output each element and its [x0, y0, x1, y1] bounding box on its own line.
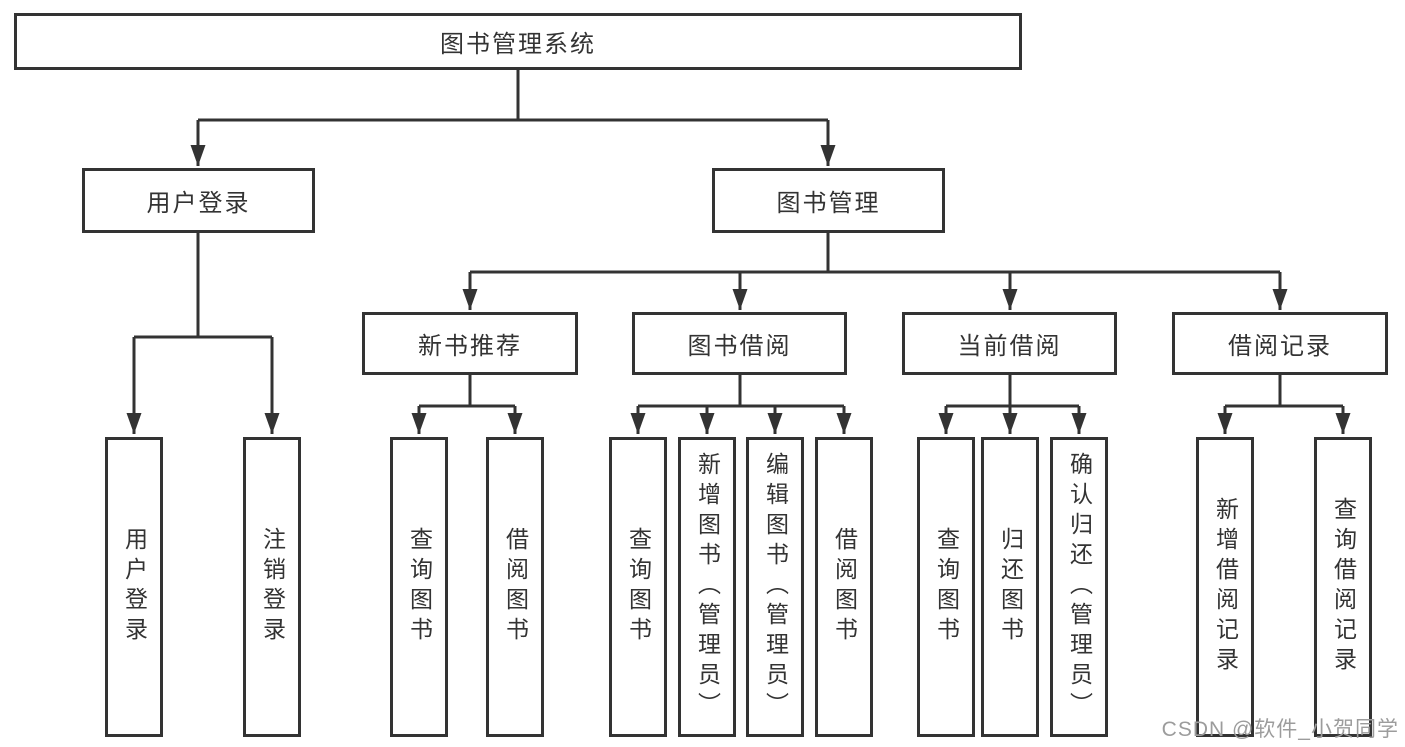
- node-current-borrow: 当前借阅: [902, 312, 1117, 375]
- leaf-confirm-return-admin: 确认归还（管理员）: [1050, 437, 1108, 737]
- leaf-borrow-book-recommend-label: 借阅图书: [502, 527, 529, 647]
- node-new-book-recommend: 新书推荐: [362, 312, 578, 375]
- leaf-logout: 注销登录: [243, 437, 301, 737]
- node-root: 图书管理系统: [14, 13, 1022, 70]
- leaf-query-book-borrow: 查询图书: [609, 437, 667, 737]
- leaf-add-book-admin-label: 新增图书（管理员）: [694, 452, 721, 722]
- leaf-query-borrow-record-label: 查询借阅记录: [1330, 497, 1357, 677]
- node-book-management-label: 图书管理: [776, 190, 881, 217]
- leaf-add-borrow-record: 新增借阅记录: [1196, 437, 1254, 737]
- node-book-borrow: 图书借阅: [632, 312, 847, 375]
- node-book-borrow-label: 图书借阅: [687, 333, 792, 360]
- node-user-login-label: 用户登录: [146, 190, 251, 217]
- leaf-edit-book-admin: 编辑图书（管理员）: [746, 437, 804, 737]
- leaf-confirm-return-admin-label: 确认归还（管理员）: [1066, 452, 1093, 722]
- leaf-borrow-book-recommend: 借阅图书: [486, 437, 544, 737]
- node-book-management: 图书管理: [712, 168, 945, 233]
- leaf-add-book-admin: 新增图书（管理员）: [678, 437, 736, 737]
- node-new-book-recommend-label: 新书推荐: [418, 333, 522, 360]
- node-borrow-record: 借阅记录: [1172, 312, 1388, 375]
- leaf-user-login-label: 用户登录: [121, 527, 148, 647]
- leaf-borrow-book-label: 借阅图书: [831, 527, 858, 647]
- node-user-login: 用户登录: [82, 168, 315, 233]
- leaf-query-book-borrow-label: 查询图书: [625, 527, 652, 647]
- leaf-query-book-current-label: 查询图书: [933, 527, 960, 647]
- leaf-return-book-label: 归还图书: [997, 527, 1024, 647]
- leaf-logout-label: 注销登录: [259, 527, 286, 647]
- leaf-query-book-recommend-label: 查询图书: [406, 527, 433, 647]
- leaf-return-book: 归还图书: [981, 437, 1039, 737]
- node-current-borrow-label: 当前借阅: [957, 333, 1062, 360]
- leaf-borrow-book: 借阅图书: [815, 437, 873, 737]
- leaf-add-borrow-record-label: 新增借阅记录: [1212, 497, 1239, 677]
- leaf-query-book-recommend: 查询图书: [390, 437, 448, 737]
- node-root-label: 图书管理系统: [440, 31, 596, 58]
- leaf-query-borrow-record: 查询借阅记录: [1314, 437, 1372, 737]
- leaf-query-book-current: 查询图书: [917, 437, 975, 737]
- leaf-edit-book-admin-label: 编辑图书（管理员）: [762, 452, 789, 722]
- watermark: CSDN @软件_小贺同学: [1161, 718, 1399, 741]
- leaf-user-login: 用户登录: [105, 437, 163, 737]
- node-borrow-record-label: 借阅记录: [1228, 333, 1332, 360]
